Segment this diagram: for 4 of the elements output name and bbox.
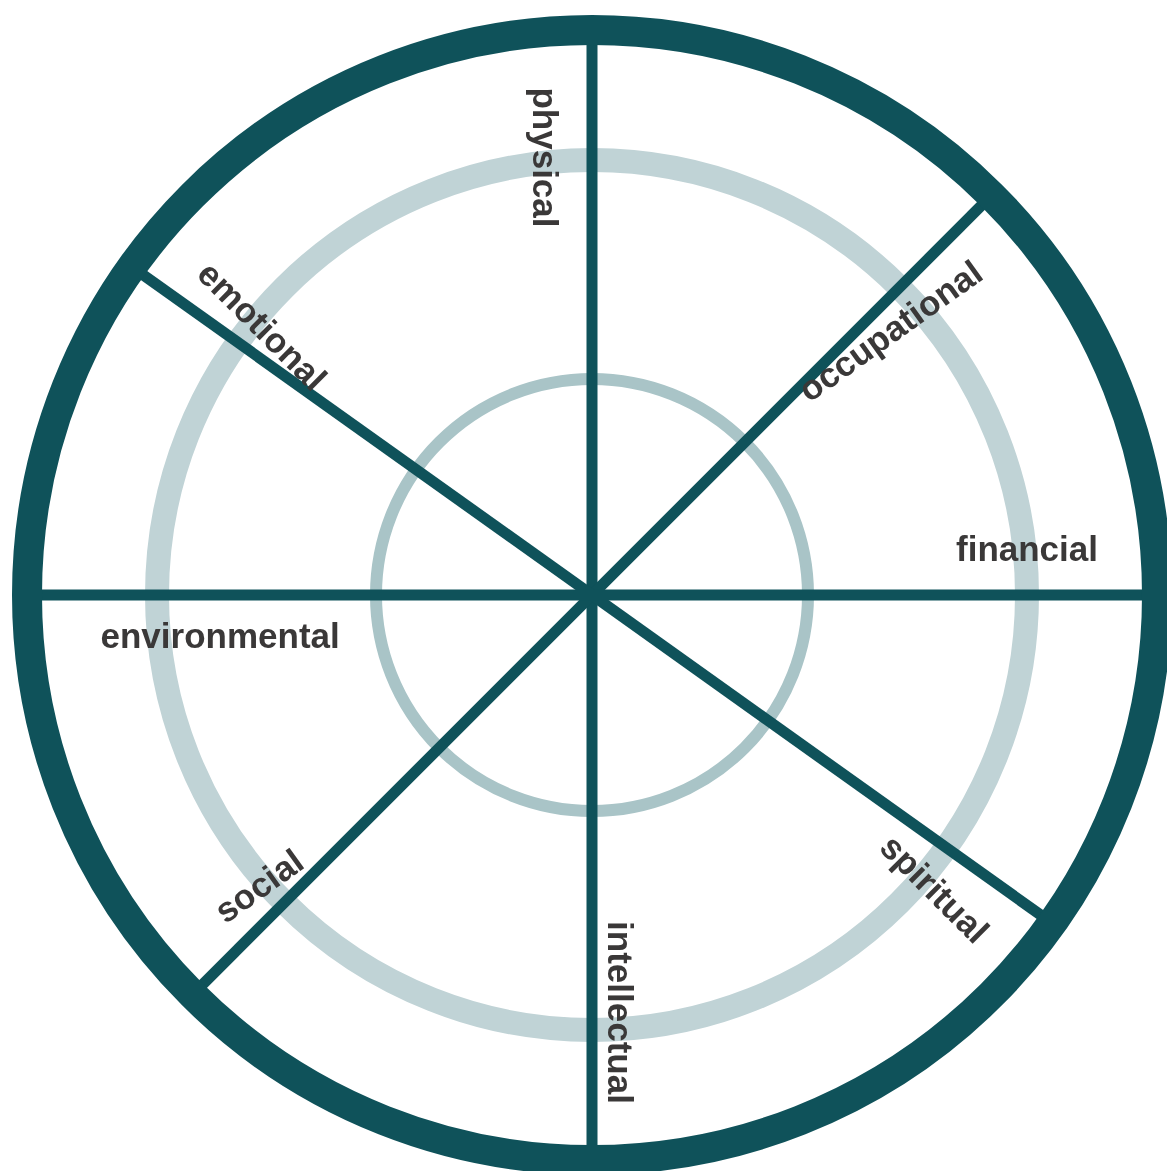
category-label: financial bbox=[956, 530, 1098, 566]
category-label: environmental bbox=[100, 617, 340, 653]
category-label: intellectual bbox=[602, 920, 638, 1104]
category-label: physical bbox=[527, 86, 563, 228]
